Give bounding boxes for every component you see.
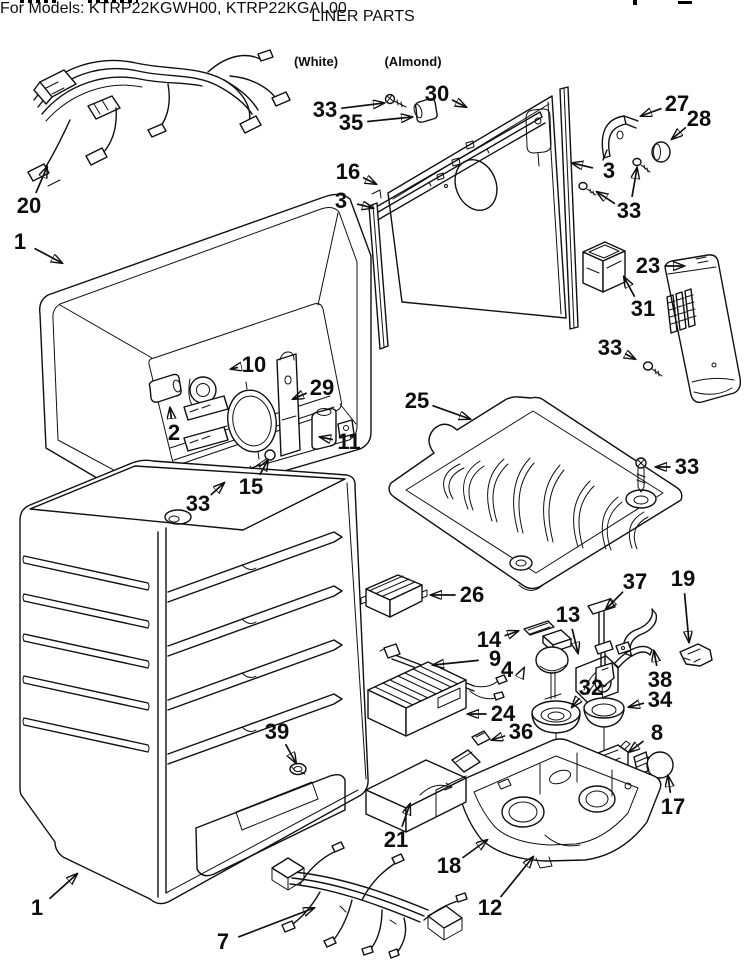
- page-edge-artifact: [88, 0, 138, 3]
- air-duct-24: [367, 661, 467, 737]
- lens-ring-32: [531, 700, 581, 734]
- callout-arrow-20: [35, 167, 47, 194]
- air-duct-21: [365, 759, 467, 833]
- page-edge-artifact: [20, 0, 58, 3]
- callout-arrow-8: [629, 740, 644, 752]
- breaker-trim-30: [370, 111, 546, 222]
- callout-arrow-29: [293, 393, 307, 399]
- screw-33-cover: [642, 361, 663, 377]
- duct-cover-23: [664, 254, 742, 404]
- callout-arrow-9: [433, 660, 479, 665]
- screw-33-shelf: [635, 457, 647, 493]
- callout-arrow-10: [231, 368, 237, 369]
- callout-arrow-16: [362, 178, 376, 184]
- callout-arrow-21: [401, 804, 410, 827]
- page-edge-artifact: [633, 0, 637, 5]
- page-edge-artifact: [678, 1, 692, 4]
- callout-arrows: [34, 100, 689, 938]
- callout-arrow-28: [672, 127, 687, 139]
- fan-motor-assembly: [148, 351, 355, 493]
- callout-arrow-7: [238, 908, 314, 938]
- lamp-housing-12: [451, 738, 662, 869]
- plug-button-28: [651, 141, 671, 163]
- model-color-white: (White): [293, 54, 339, 69]
- clip-36: [471, 730, 491, 746]
- thermostat-4: [535, 629, 572, 700]
- clip-19: [679, 643, 713, 667]
- callout-arrow-31: [624, 277, 636, 297]
- callout-arrow-14: [504, 631, 518, 636]
- callout-arrow-34: [629, 703, 645, 707]
- freezer-liner-1: [38, 193, 372, 510]
- callout-arrow-19: [685, 593, 689, 642]
- screw-33-panel: [384, 93, 407, 108]
- callout-arrow-33: [341, 103, 384, 108]
- cabinet-liner-1: [19, 459, 369, 905]
- callout-arrow-30: [451, 100, 467, 107]
- callout-arrow-17: [668, 776, 670, 794]
- callout-arrow-25: [432, 404, 470, 419]
- callout-arrow-33: [632, 168, 637, 198]
- page-title: LINER PARTS: [311, 8, 415, 25]
- control-box-26: [360, 574, 428, 618]
- models-line: For Models: KTRP22KGWH00, KTRP22KGAL00: [0, 0, 347, 17]
- callout-arrow-33: [210, 483, 224, 496]
- callout-arrow-1: [49, 874, 77, 900]
- side-trim-3-left: [368, 202, 389, 350]
- wire-harness-20: [27, 49, 291, 187]
- callout-arrow-39: [285, 743, 296, 763]
- clip-14: [523, 620, 555, 636]
- callout-arrow-13: [572, 628, 578, 654]
- screws-33-bracket: [578, 157, 651, 196]
- callout-arrow-11: [320, 437, 334, 440]
- air-duct-31: [582, 241, 626, 293]
- callout-arrow-38: [654, 651, 657, 667]
- model-color-almond: (Almond): [384, 54, 442, 69]
- callout-arrow-1: [34, 247, 62, 263]
- side-trim-3-right: [559, 86, 579, 330]
- bracket-27: [601, 115, 639, 161]
- callout-arrow-2: [170, 408, 171, 418]
- lens-ring-34: [583, 697, 625, 728]
- callout-arrow-37: [606, 591, 624, 609]
- callout-arrow-35: [367, 117, 412, 122]
- callout-arrow-12: [500, 857, 533, 898]
- callout-arrow-32: [572, 699, 579, 707]
- bracket-38: [615, 608, 658, 657]
- callout-arrow-18: [462, 840, 487, 859]
- callout-arrow-3: [356, 204, 373, 208]
- rear-panel-16: [371, 95, 567, 319]
- callout-arrow-33: [597, 192, 616, 205]
- callout-arrow-27: [641, 109, 662, 116]
- spacer-35: [413, 98, 438, 123]
- callout-arrow-15: [260, 460, 268, 476]
- wire-harness-7: [271, 841, 468, 959]
- callout-arrow-33: [626, 354, 635, 359]
- grommet-39: [289, 762, 307, 776]
- control-shelf-25: [388, 396, 683, 591]
- callout-arrow-36: [492, 736, 506, 740]
- callout-arrow-3: [572, 163, 594, 168]
